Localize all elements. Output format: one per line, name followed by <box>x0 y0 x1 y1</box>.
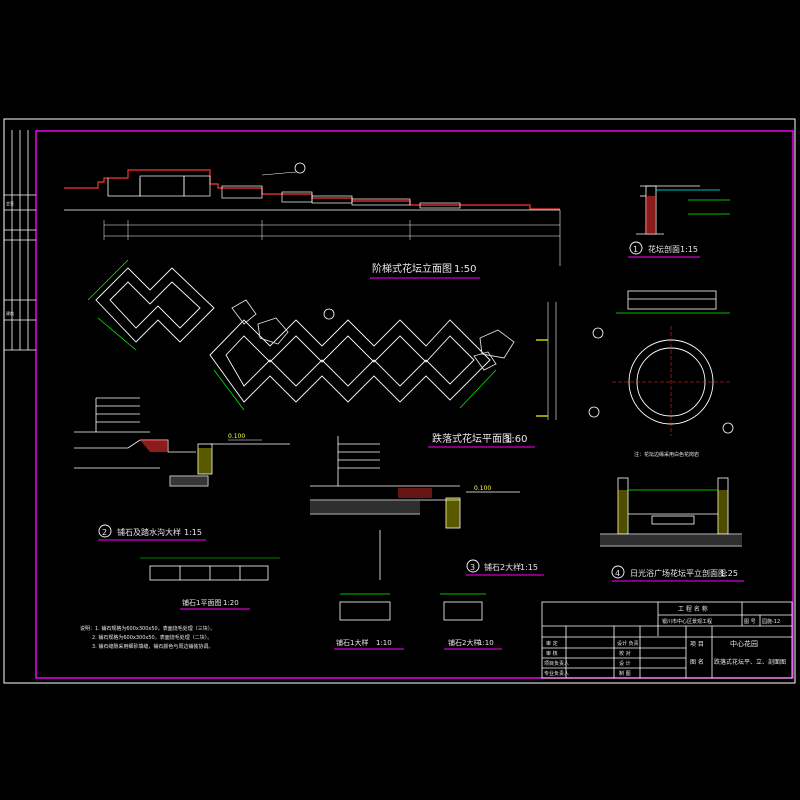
item-value: 中心花园 <box>730 639 758 648</box>
detail-a-scale: 1:10 <box>376 639 392 647</box>
note-line-3: 3. 铺石缝隙采用细砂填缝，铺石颜色与周边铺装协调。 <box>92 643 213 650</box>
outer-frame <box>3 118 796 684</box>
detail3-title: 铺石2大样 <box>484 562 521 572</box>
detail3-number: 3 <box>470 563 475 572</box>
detail-b-title: 铺石2大样 <box>448 638 480 647</box>
project-name: 银川市中心区景观工程 <box>662 618 712 625</box>
section1-scale: 1:15 <box>680 245 698 254</box>
title-block <box>541 601 793 679</box>
detail2-scale: 1:15 <box>184 528 202 537</box>
plan-dimensions <box>87 259 497 411</box>
drawing-name: 跌落式花坛平、立、剖面图 <box>714 658 786 666</box>
detail4-elevation <box>627 290 717 310</box>
elevation-scale: 1:50 <box>454 264 476 275</box>
detail-a-title: 铺石1大样 <box>336 638 368 647</box>
plan-small-view <box>149 565 269 581</box>
role2-4: 制 图 <box>619 670 631 677</box>
plan-title: 跌落式花坛平面图 <box>432 432 512 445</box>
detail3-view <box>310 436 520 580</box>
detail-b-scale: 1:10 <box>478 639 494 647</box>
detail-a-view <box>339 593 391 621</box>
number-label: 图 号 <box>744 619 756 625</box>
side-strip <box>4 130 36 351</box>
side-strip-label-1: 会签 <box>6 200 14 206</box>
detail4-scale: 1:25 <box>720 569 738 578</box>
number-value: 园施-12 <box>762 618 780 625</box>
detail2-level: 0.100 <box>228 433 245 440</box>
detail2-number: 2 <box>102 528 107 537</box>
detail4-title: 日光浴广场花坛平立剖面图 <box>630 568 726 578</box>
item-label: 项 目 <box>690 641 704 648</box>
role2-2: 校 对 <box>619 650 631 657</box>
project-label: 工 程 名 称 <box>678 605 708 613</box>
elevation-view <box>64 162 561 266</box>
drawing-label: 图 名 <box>690 658 704 666</box>
detail4-number: 4 <box>615 569 620 578</box>
detail-b-view <box>440 593 486 621</box>
elevation-title: 阶梯式花坛立面图 <box>372 262 452 275</box>
note-line-1: 说明：1. 铺石规格为600x300x50，表面烧毛处理（三块）。 <box>80 625 215 632</box>
detail2-view <box>74 397 290 487</box>
detail3-level: 0.100 <box>474 485 491 492</box>
detail3-scale: 1:15 <box>520 563 538 572</box>
role-4: 专业负责人 <box>544 670 569 677</box>
section1-number: 1 <box>633 245 638 254</box>
detail4-section <box>600 477 742 547</box>
role-2: 审 核 <box>546 650 558 657</box>
circle-note: 注：花坛边缘采用白色花岗岩 <box>634 451 699 458</box>
note-line-2: 2. 铺石规格为600x300x50，表面烧毛处理（二块）。 <box>92 634 212 641</box>
role-3: 项目负责人 <box>544 660 569 667</box>
plan-small-title: 铺石1平面图 <box>182 598 221 607</box>
role2-1: 设计 负责 <box>617 640 639 647</box>
plan-small-scale: 1:20 <box>223 599 239 607</box>
role2-3: 设 计 <box>619 660 631 667</box>
plan-view <box>95 267 515 403</box>
plan-scale: 1:60 <box>505 434 527 445</box>
role-1: 审 定 <box>546 640 558 647</box>
section1-title: 花坛剖面 <box>648 244 680 254</box>
detail2-title: 铺石及踏水沟大样 <box>117 527 181 537</box>
drawing-border <box>35 130 794 679</box>
side-strip-label-2: 建筑 <box>6 310 14 316</box>
